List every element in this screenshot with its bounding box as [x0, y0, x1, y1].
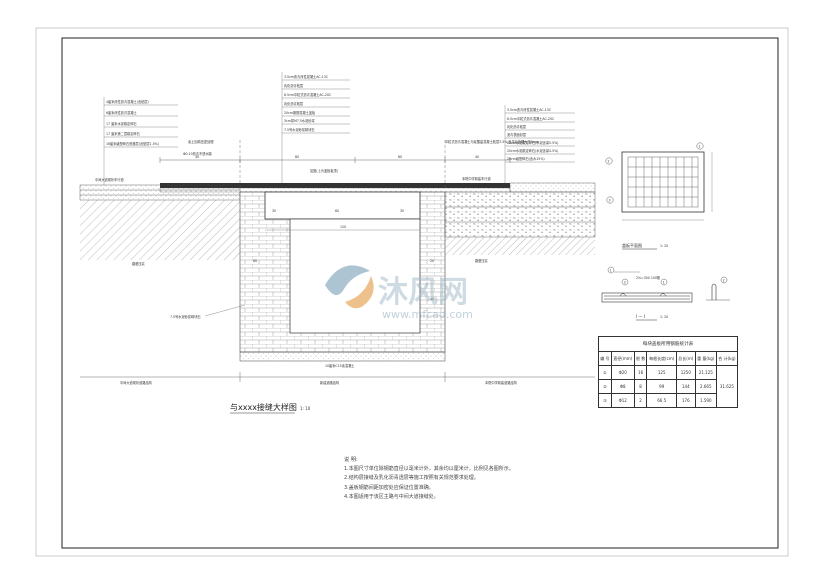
- svg-text:3.5cm沥青改性混凝土AC-13C: 3.5cm沥青改性混凝土AC-13C: [507, 107, 552, 112]
- svg-text:17 厘米第二层稳定碎石: 17 厘米第二层稳定碎石: [106, 131, 140, 136]
- table-row: ③ Φ12 2 66.5 176 1.590: [598, 393, 738, 408]
- note-item: 2.结构层接缝及乳化沥青透层等施工按照有关规范要求处理。: [344, 475, 479, 482]
- culvert-opening: [289, 218, 421, 334]
- dim-top-1: 40: [195, 155, 199, 159]
- right-base-layers: [444, 191, 596, 238]
- middle-leader-notes: 3.5cm沥青改性混凝土AC-13C 乳化沥青粘层 6.5cm中粒式沥青混凝土A…: [281, 72, 350, 183]
- masonry-label: 7.5号水泥砂浆砌块石: [170, 314, 201, 319]
- watermark-brand: 沐风网: [378, 275, 468, 310]
- dim-opening: 20: [430, 259, 434, 263]
- dim-top-4: 40: [475, 155, 479, 159]
- svg-text:20cm钢筋混凝土盖板: 20cm钢筋混凝土盖板: [284, 110, 316, 115]
- svg-text:7.5号水泥砂浆砌块石: 7.5号水泥砂浆砌块石: [284, 127, 315, 132]
- dim-slab-1: 30: [272, 209, 276, 213]
- zone-middle-label: 新建道路结构: [320, 380, 339, 385]
- right-soil-label: 路基压实: [475, 258, 488, 263]
- svg-text:6.5cm中粒式沥青混凝土AC-20C: 6.5cm中粒式沥青混凝土AC-20C: [284, 92, 332, 97]
- table-header: 总长(m): [675, 351, 696, 366]
- svg-text:20cm水泥稳定碎石(水泥含量5.5%): 20cm水泥稳定碎石(水泥含量5.5%): [507, 140, 558, 145]
- svg-text:20cm级配碎石(含水15%): 20cm级配碎石(含水15%): [507, 156, 545, 161]
- dim-top-2: 80: [295, 155, 299, 159]
- dim-side: 80: [253, 259, 257, 263]
- watermark: 沐风网 www.mfcad.com: [325, 265, 473, 321]
- left-soil-hatch: [80, 200, 240, 260]
- note-item: 3.盖板钢筋间距加密处应保证位置准确。: [344, 484, 434, 491]
- zone-left-label: 中间大道现状道路结构: [120, 380, 152, 385]
- plan-title: 盖板平面图: [622, 242, 642, 248]
- svg-text:3cm厚M7.5水泥砂浆: 3cm厚M7.5水泥砂浆: [284, 118, 315, 123]
- table-header: 根 数: [633, 351, 648, 366]
- outer-frame: [35, 27, 789, 557]
- dim-slab-2: 60: [335, 209, 339, 213]
- svg-text:乳化沥青粘层: 乳化沥青粘层: [284, 83, 303, 88]
- section-title: I — I: [636, 314, 645, 319]
- svg-text:20cm水泥稳定碎石(水泥含量4.5%): 20cm水泥稳定碎石(水泥含量4.5%): [507, 148, 558, 153]
- svg-text:素土回填压密处理: 素土回填压密处理: [188, 139, 214, 144]
- table-row: ① Φ20 16 125 1250 21.125 31.625: [598, 365, 739, 408]
- svg-text:17 厘米水泥稳定碎石: 17 厘米水泥稳定碎石: [106, 121, 137, 126]
- svg-text:3: 3: [624, 280, 626, 284]
- dim-opening-2: 40: [430, 297, 434, 301]
- right-soil-hatch: [445, 237, 595, 255]
- svg-text:Φ0.10沥青不透水膜: Φ0.10沥青不透水膜: [183, 151, 213, 156]
- detail-scale: 1: 10: [300, 406, 311, 411]
- right-leader-notes: 3.5cm沥青改性混凝土AC-13C 6.5cm中粒式沥青混凝土AC-20C 乳…: [445, 105, 575, 183]
- svg-text:乳化沥青粘层: 乳化沥青粘层: [284, 101, 303, 106]
- svg-text:1: 1: [663, 280, 665, 284]
- dim-slab-3: 30: [400, 209, 404, 213]
- dim-top-3: 60: [398, 155, 402, 159]
- table-header: 合 计(kg): [715, 351, 739, 366]
- svg-text:1: 1: [610, 268, 612, 272]
- svg-text:1: 1: [699, 145, 701, 149]
- svg-text:6厘米改性沥青混凝土: 6厘米改性沥青混凝土: [106, 110, 138, 115]
- note-item: 1.本图尺寸单位除钢筋直径以毫米计外，其余均以厘米计，比例见各图所示。: [344, 466, 514, 473]
- svg-text:4厘米改性沥青混凝土(含粘层): 4厘米改性沥青混凝土(含粘层): [106, 99, 149, 104]
- svg-text:乳化沥青粘层: 乳化沥青粘层: [507, 124, 526, 129]
- notes-block: 说 明: 1.本图尺寸单位除钢筋直径以毫米计外，其余均以厘米计，比例见各图所示。…: [344, 456, 594, 502]
- concrete-base: [239, 351, 446, 362]
- inner-frame: [61, 37, 779, 549]
- right-lane-label: 本院中学新建车行道: [462, 176, 491, 181]
- notes-heading: 说 明:: [344, 457, 358, 463]
- note-item: 4.本图适用于该区主路与中间大道接缝处。: [344, 493, 439, 500]
- table-header: 每根长度(cm): [646, 351, 677, 366]
- svg-text:中粒式沥青混凝土与硅酸盐混凝土粘层3.5%,且拉毛处理大于3: 中粒式沥青混凝土与硅酸盐混凝土粘层3.5%,且拉毛处理大于3mm: [445, 139, 539, 144]
- svg-text:16厘米级配碎石底基层(含垫层1.5%): 16厘米级配碎石底基层(含垫层1.5%): [106, 141, 159, 146]
- svg-text:2: 2: [608, 160, 610, 164]
- rebar-table: 每块盖板所用钢筋统计表 编 号 直径(mm) 根 数 每根长度(cm) 总长(m…: [598, 336, 739, 408]
- zone-right-label: 本院中学新建道路结构: [485, 380, 517, 385]
- table-title: 每块盖板所用钢筋统计表: [598, 336, 738, 352]
- svg-text:3: 3: [609, 199, 611, 203]
- base-label: 10厘米C15素混凝土: [325, 363, 355, 368]
- table-header: 重 量(kg): [694, 351, 717, 366]
- table-header: 直径(mm): [610, 351, 635, 366]
- watermark-url: www.mfcad.com: [382, 308, 473, 321]
- svg-text:6.5cm中粒式沥青混凝土AC-20C: 6.5cm中粒式沥青混凝土AC-20C: [507, 116, 555, 121]
- cover-slab: [264, 191, 421, 220]
- middle-lane-label: 加固(上为盖板板顶): [310, 168, 338, 173]
- section-i-i: 3 1 1 2%=300 100筋 2 I — I 1: 20: [601, 266, 730, 321]
- svg-text:2: 2: [723, 278, 725, 282]
- joint-section-detail: 40 80 60 40 加固(上为盖板板顶) 中间大道现状车行道 本院中学新建车…: [79, 72, 596, 414]
- left-leader-notes: 4厘米改性沥青混凝土(含粘层) 6厘米改性沥青混凝土 17 厘米水泥稳定碎石 1…: [103, 97, 214, 185]
- plan-scale: 1: 20: [660, 244, 668, 248]
- left-lane-label: 中间大道现状车行道: [95, 177, 124, 182]
- cover-slab-plan: 2 1 3 盖板平面图 1: 20: [605, 142, 713, 250]
- section-scale: 1: 20: [660, 315, 668, 319]
- detail-title: 与xxxx接缝大样图: [230, 402, 297, 412]
- dim-inner: 120: [340, 225, 346, 229]
- table-header: 编 号: [598, 351, 612, 366]
- svg-text:3.5cm沥青改性混凝土AC-13C: 3.5cm沥青改性混凝土AC-13C: [284, 74, 329, 79]
- left-soil-label: 路基压实: [132, 261, 145, 266]
- top-wearing-course: [160, 183, 510, 188]
- section-dim: 2%=300 100筋: [636, 275, 660, 280]
- svg-text:沥青表面封层: 沥青表面封层: [507, 132, 526, 137]
